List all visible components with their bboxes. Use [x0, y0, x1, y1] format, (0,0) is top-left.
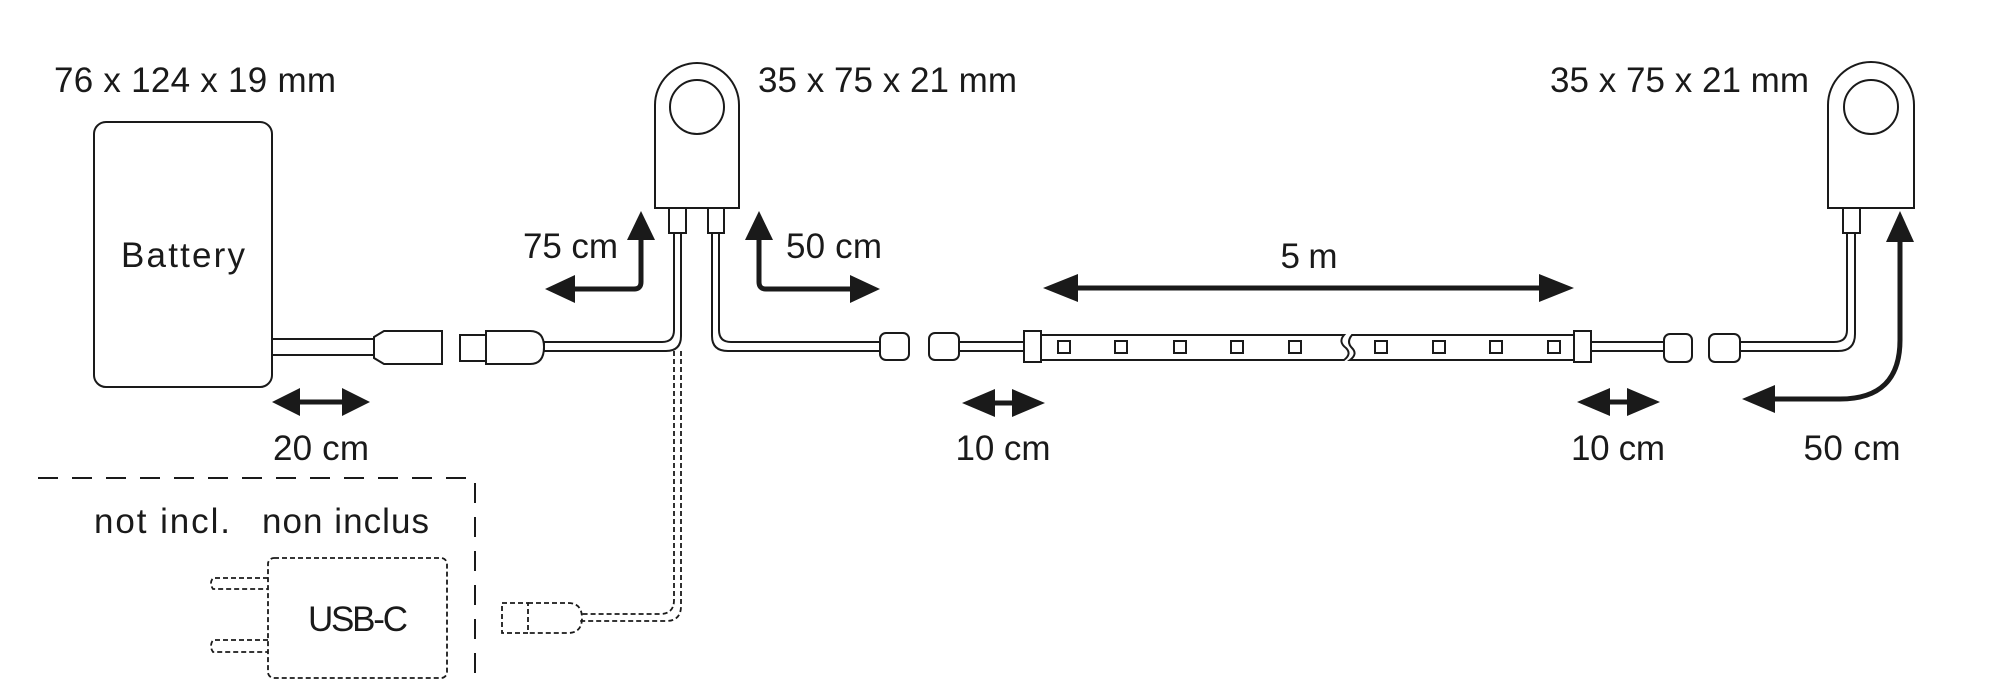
arrow-75cm: [545, 211, 655, 303]
arrow-10cm-right: [1577, 388, 1660, 416]
sensor-cable-length: 50 cm: [1804, 429, 1901, 468]
arrow-5m: [1043, 274, 1574, 302]
battery-dimensions: 76 x 124 x 19 mm: [54, 61, 336, 100]
led-chip: [1489, 340, 1503, 354]
controller-left: [654, 62, 910, 361]
not-included-boundary: [38, 477, 476, 685]
usb-c-adapter: USB-C: [210, 557, 448, 679]
led-strip: [928, 330, 1693, 363]
led-chip: [1230, 340, 1244, 354]
led-chip: [1374, 340, 1388, 354]
not-included-fr: non inclus: [262, 502, 429, 541]
arrow-50cm-left: [745, 211, 880, 303]
led-chip: [1057, 340, 1071, 354]
arrow-50cm-right: [1742, 211, 1914, 413]
strip-lead-right-length: 10 cm: [1571, 429, 1665, 468]
output-cable-length: 50 cm: [786, 227, 882, 266]
arrow-10cm-left: [962, 389, 1045, 417]
led-chip: [1173, 340, 1187, 354]
led-chip: [1547, 340, 1561, 354]
strip-length: 5 m: [1281, 237, 1338, 276]
usb-cable-not-included: [501, 351, 682, 634]
battery-cable: [271, 232, 682, 365]
led-chip: [1288, 340, 1302, 354]
strip-lead-left-length: 10 cm: [956, 429, 1051, 468]
not-included-en: not incl.: [94, 502, 230, 541]
led-chip: [1432, 340, 1446, 354]
arrow-20cm: [272, 388, 370, 416]
usb-c-label: USB-C: [308, 600, 408, 639]
led-chip: [1114, 340, 1128, 354]
controller-right: [1708, 61, 1915, 363]
battery-label: Battery: [121, 236, 246, 275]
battery-cable-length: 20 cm: [273, 429, 369, 468]
input-cable-length: 75 cm: [523, 227, 618, 266]
battery: Battery: [93, 121, 273, 388]
controller-left-dimensions: 35 x 75 x 21 mm: [758, 61, 1017, 100]
controller-right-dimensions: 35 x 75 x 21 mm: [1550, 61, 1809, 100]
